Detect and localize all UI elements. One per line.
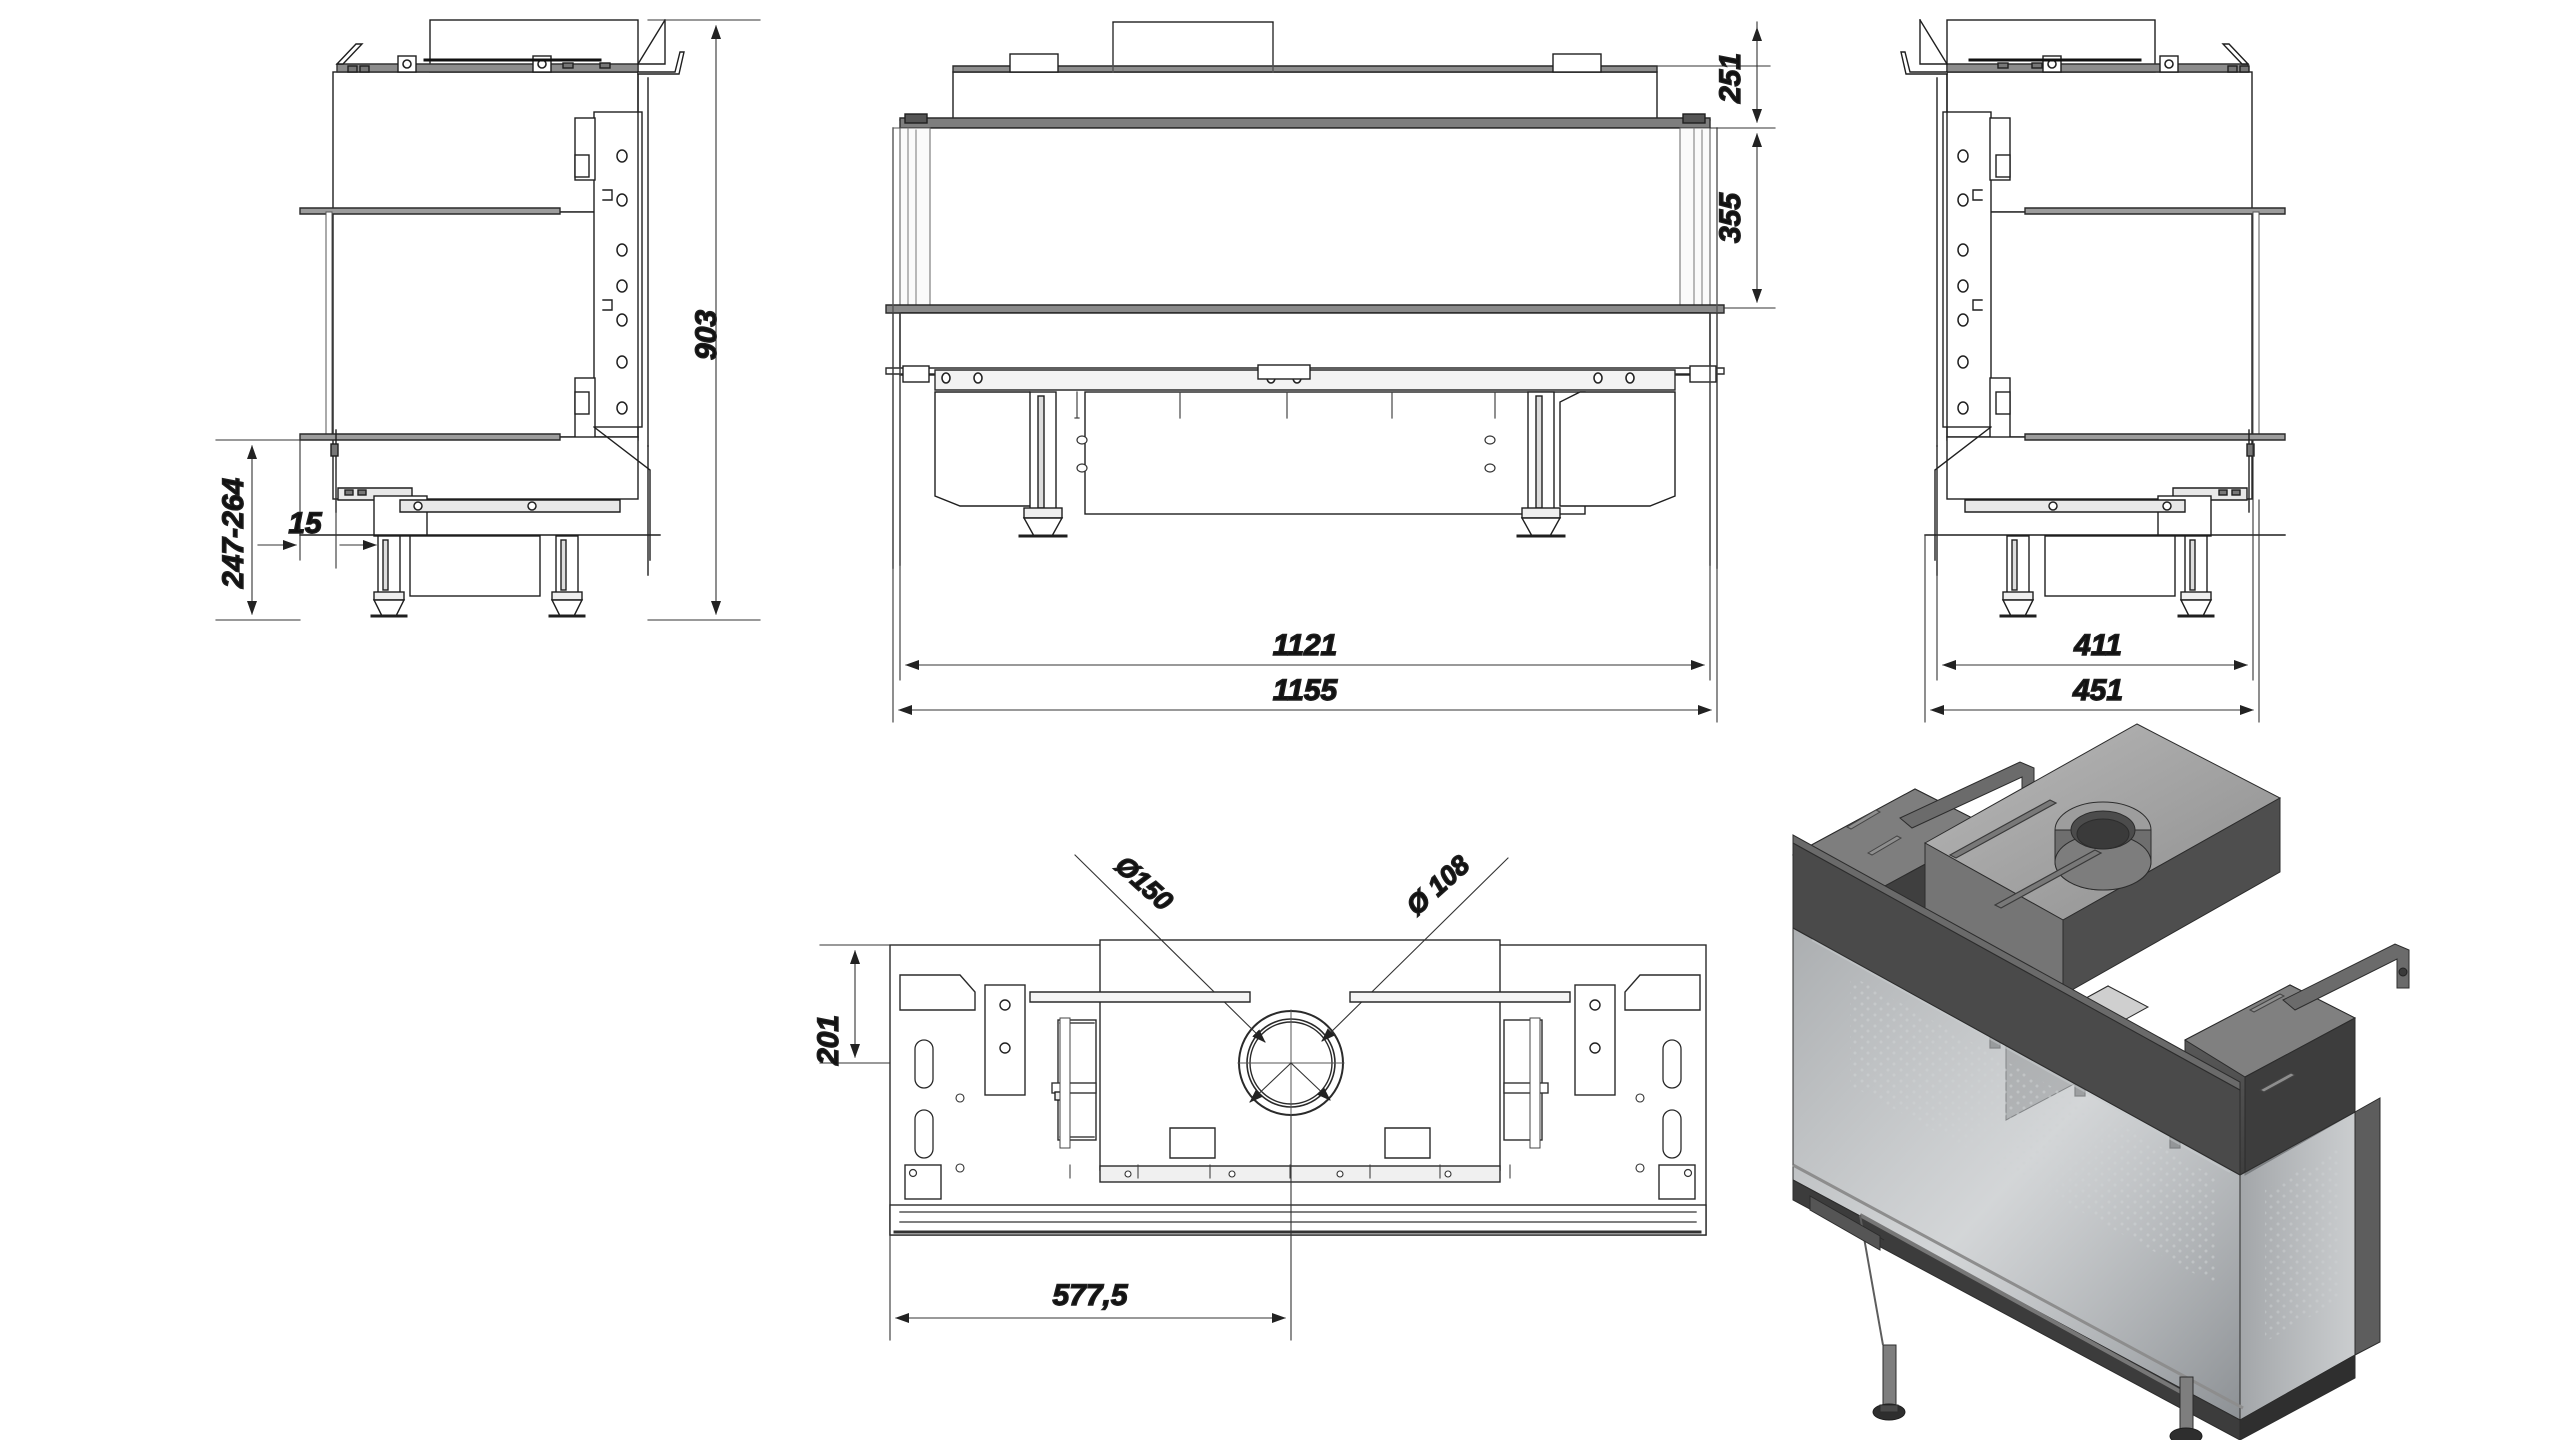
iso-leg-left [1872, 1344, 1906, 1421]
leg-right-left [1999, 535, 2037, 618]
dim-1121: 1121 [1273, 629, 1338, 662]
leg-front-left [1018, 391, 1068, 538]
dim-dia-150: Ø150 [1109, 850, 1178, 916]
dim-355: 355 [1714, 192, 1747, 243]
leg-front-right [1516, 391, 1566, 538]
dim-201: 201 [812, 1015, 845, 1066]
dim-251: 251 [1714, 53, 1747, 104]
dim-577-5: 577,5 [1052, 1279, 1128, 1312]
dim-247-264: 247-264 [217, 478, 250, 589]
dim-1155: 1155 [1273, 674, 1339, 707]
view-isometric [1791, 723, 2410, 1440]
leg-right-right [2177, 535, 2215, 618]
dims-right-side [1924, 439, 2260, 723]
dim-451: 451 [2072, 674, 2123, 707]
dim-dia-108: Ø 108 [1401, 850, 1476, 922]
view-left-side [299, 19, 685, 618]
view-top-plan [889, 854, 1707, 1236]
iso-leg-right [2169, 1376, 2203, 1440]
dims-left-side [215, 19, 761, 621]
leg-right [548, 535, 586, 618]
dim-411: 411 [2073, 629, 2122, 662]
dims-top-plan [819, 944, 1292, 1341]
view-front [885, 21, 1725, 569]
dims-front [892, 21, 1776, 723]
leg-left [370, 535, 408, 618]
view-right-side [1900, 19, 2286, 618]
dim-903: 903 [690, 310, 723, 360]
dim-15: 15 [288, 507, 323, 540]
